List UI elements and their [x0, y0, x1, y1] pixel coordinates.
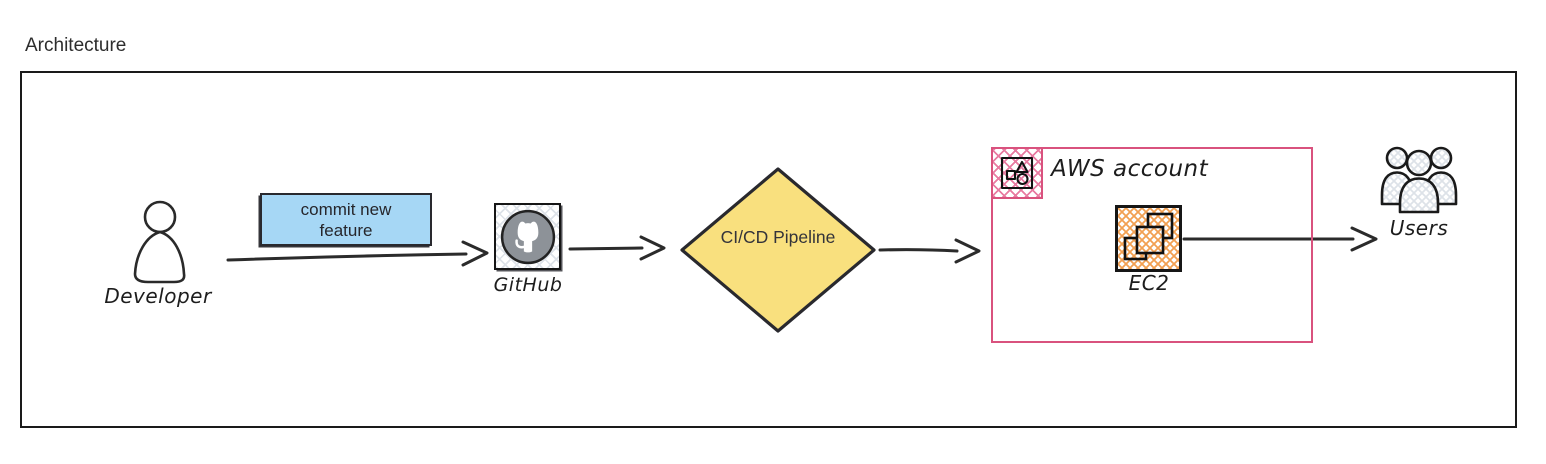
- developer-person-icon: [133, 200, 186, 284]
- aws-account-label: AWS account: [1051, 156, 1209, 182]
- diagram-title: Architecture: [25, 35, 127, 56]
- github-node: [494, 203, 561, 270]
- octocat-icon: [500, 209, 555, 264]
- users-label: Users: [1389, 216, 1449, 240]
- ec2-label: EC2: [1128, 271, 1170, 295]
- developer-label: Developer: [104, 284, 212, 308]
- aws-account-container: [991, 147, 1313, 343]
- commit-message-box: commit new feature: [260, 193, 432, 246]
- github-label: GitHub: [493, 274, 563, 296]
- ec2-overlapping-squares-icon: [1118, 208, 1179, 269]
- aws-account-resource-icon: [1000, 156, 1034, 190]
- aws-account-corner-badge: [991, 147, 1043, 199]
- pipeline-label: CI/CD Pipeline: [720, 227, 836, 247]
- ec2-node: [1115, 205, 1182, 272]
- pipeline-diamond: [680, 167, 876, 333]
- users-people-icon: [1380, 146, 1458, 214]
- commit-message-label: commit new feature: [300, 199, 392, 240]
